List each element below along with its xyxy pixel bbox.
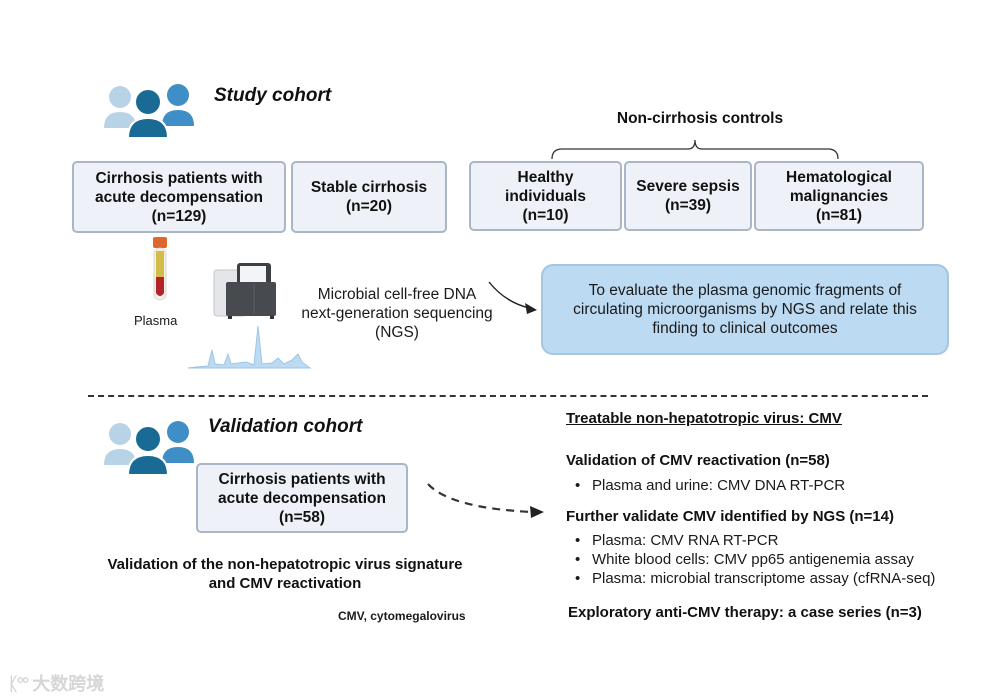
bullet-item: White blood cells: CMV pp65 antigenemia … — [566, 550, 935, 569]
validation-cohort-title: Validation cohort — [208, 416, 363, 437]
watermark-logo-icon: ᛕ°° — [8, 674, 29, 694]
goal-box: To evaluate the plasma genomic fragments… — [541, 264, 949, 355]
validation-box-acute-decompensation: Cirrhosis patients with acute decompensa… — [196, 463, 408, 533]
watermark-text: 大数跨境 — [32, 674, 105, 694]
watermark: ᛕ°° 大数跨境 — [8, 670, 104, 696]
control-box-hematological: Hematological malignancies (n=81) — [754, 161, 924, 231]
method-text: Microbial cell-free DNA next-generation … — [301, 286, 493, 341]
abbreviation-note: CMV, cytomegalovirus — [338, 609, 466, 623]
controls-title: Non-cirrhosis controls — [616, 110, 784, 127]
right-panel-heading: Treatable non-hepatotropic virus: CMV — [566, 410, 842, 427]
study-cohort-title: Study cohort — [214, 85, 332, 106]
people-group-icon — [104, 84, 194, 139]
plasma-label: Plasma — [134, 313, 178, 328]
section-title-anti-cmv-therapy: Exploratory anti-CMV therapy: a case ser… — [568, 604, 922, 621]
brace-icon — [551, 139, 839, 160]
section-title-ngs-validation: Further validate CMV identified by NGS (… — [566, 508, 894, 525]
sequencer-icon — [213, 263, 276, 319]
validation-aim: Validation of the non-hepatotropic virus… — [107, 556, 463, 592]
cohort-box-acute-decompensation: Cirrhosis patients with acute decompensa… — [72, 161, 286, 233]
blood-tube-icon — [153, 237, 167, 301]
bullet-item: Plasma and urine: CMV DNA RT-PCR — [566, 476, 845, 495]
arrow-icon — [488, 281, 537, 314]
section-title-cmv-reactivation: Validation of CMV reactivation (n=58) — [566, 452, 830, 469]
chromatogram-icon — [187, 325, 312, 369]
bullet-item: Plasma: microbial transcriptome assay (c… — [566, 569, 935, 588]
control-box-healthy: Healthy individuals (n=10) — [469, 161, 622, 231]
cohort-box-stable-cirrhosis: Stable cirrhosis (n=20) — [291, 161, 447, 233]
bullet-list-cmv-reactivation: Plasma and urine: CMV DNA RT-PCR — [566, 476, 845, 495]
dashed-arrow-icon — [427, 483, 544, 518]
bullet-item: Plasma: CMV RNA RT-PCR — [566, 531, 935, 550]
people-group-icon — [104, 421, 194, 476]
bullet-list-ngs-validation: Plasma: CMV RNA RT-PCR White blood cells… — [566, 531, 935, 588]
control-box-sepsis: Severe sepsis (n=39) — [624, 161, 752, 231]
section-divider — [88, 395, 928, 397]
